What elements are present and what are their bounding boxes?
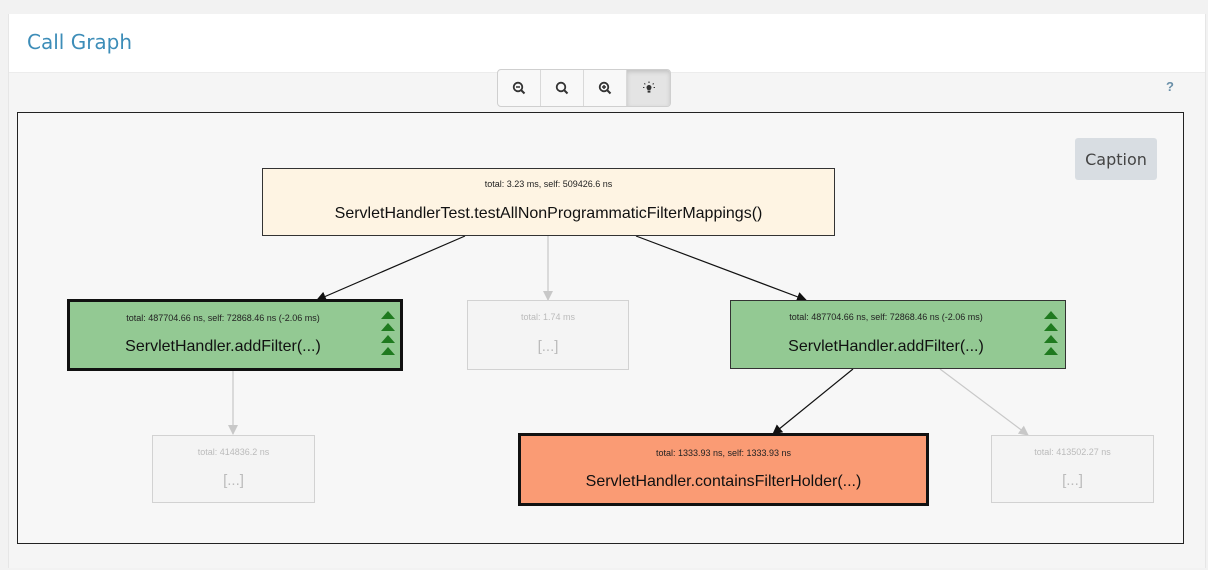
page-title: Call Graph — [27, 30, 133, 54]
node-stats: total: 3.23 ms, self: 509426.6 ns — [484, 179, 613, 189]
node-name: ServletHandlerTest.testAllNonProgrammati… — [334, 205, 763, 222]
highlight-button[interactable] — [627, 70, 670, 106]
node-collapsed-bottom-right[interactable]: total: 413502.27 ns [...] — [991, 435, 1154, 503]
node-name: ServletHandler.addFilter(...) — [125, 338, 321, 355]
node-stats: total: 414836.2 ns — [197, 447, 270, 457]
node-stats: total: 1.74 ms — [520, 312, 576, 322]
node-add-filter-right[interactable]: total: 487704.66 ns, self: 72868.46 ns (… — [730, 300, 1066, 369]
node-collapsed-bottom-left[interactable]: total: 414836.2 ns [...] — [152, 435, 315, 503]
node-contains-filter-holder[interactable]: total: 1333.93 ns, self: 1333.93 ns Serv… — [518, 433, 929, 506]
node-name: [...] — [223, 472, 244, 489]
caption-button[interactable]: Caption — [1075, 138, 1157, 180]
node-add-filter-left[interactable]: total: 487704.66 ns, self: 72868.46 ns (… — [67, 299, 403, 371]
panel-header: Call Graph — [9, 14, 1205, 73]
node-name: ServletHandler.addFilter(...) — [788, 338, 984, 355]
edge-right-to-contains — [772, 368, 854, 435]
zoom-out-button[interactable] — [498, 70, 541, 106]
search-icon — [555, 81, 569, 95]
help-link[interactable]: ? — [1166, 79, 1174, 94]
lightbulb-icon — [642, 81, 655, 93]
node-name: ServletHandler.containsFilterHolder(...) — [585, 473, 862, 490]
node-stats: total: 487704.66 ns, self: 72868.46 ns (… — [789, 312, 983, 322]
node-name: [...] — [1062, 472, 1083, 489]
node-collapsed-mid[interactable]: total: 1.74 ms [...] — [467, 300, 629, 370]
edge-root-to-left — [316, 235, 466, 302]
zoom-in-button[interactable] — [584, 70, 627, 106]
zoom-reset-button[interactable] — [541, 70, 584, 106]
edge-right-to-collapsed — [939, 368, 1029, 436]
node-name: [...] — [537, 338, 559, 355]
node-root[interactable]: total: 3.23 ms, self: 509426.6 ns Servle… — [262, 168, 835, 236]
node-stats: total: 413502.27 ns — [1034, 447, 1111, 457]
node-stats: total: 487704.66 ns, self: 72868.46 ns (… — [126, 313, 320, 323]
zoom-toolbar — [497, 69, 671, 107]
zoom-in-icon — [598, 81, 612, 95]
node-stats: total: 1333.93 ns, self: 1333.93 ns — [655, 448, 792, 458]
edge-root-to-right — [635, 235, 807, 302]
zoom-out-icon — [512, 81, 526, 95]
